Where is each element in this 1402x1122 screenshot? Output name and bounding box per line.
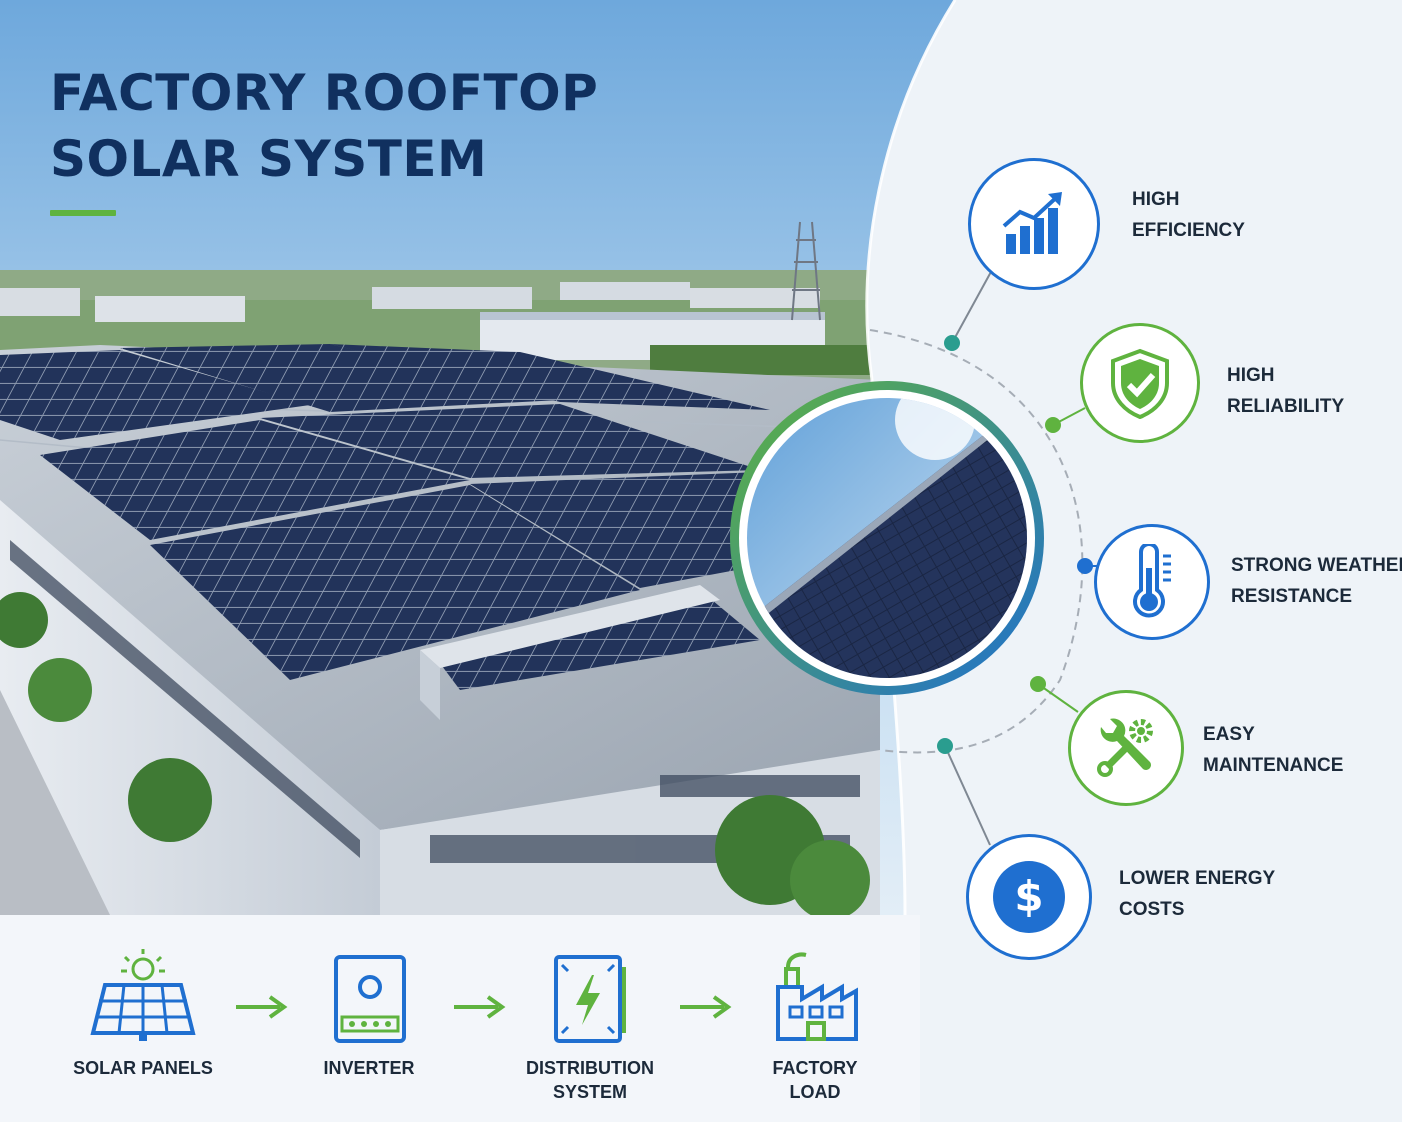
inverter-icon <box>334 955 406 1043</box>
solar-panel-sun-icon <box>90 949 196 1041</box>
thermometer-icon <box>1133 544 1171 618</box>
wrench-gear-icon <box>1097 718 1153 777</box>
title-line-2: SOLAR SYSTEM <box>50 130 488 188</box>
bar-chart-growth-icon <box>1002 192 1062 254</box>
feature-icon-circle <box>1080 323 1200 443</box>
feature-icon-circle: $ <box>966 834 1092 960</box>
dollar-coin-icon: $ <box>993 861 1065 933</box>
flow-arrow-icon <box>454 995 506 1019</box>
feature-icon-circle <box>968 158 1100 290</box>
title-underline <box>50 210 116 216</box>
flow-arrow-icon <box>680 995 732 1019</box>
page-title: FACTORY ROOFTOP SOLAR SYSTEM <box>50 60 598 192</box>
flow-label: FACTORY LOAD <box>772 1058 858 1102</box>
feature-label: HIGH RELIABILITY <box>1227 365 1345 417</box>
svg-text:$: $ <box>1014 872 1043 921</box>
flow-label: DISTRIBUTION SYSTEM <box>526 1058 654 1102</box>
distribution-cabinet-icon <box>554 955 626 1043</box>
feature-label: HIGH EFFICIENCY <box>1132 189 1245 241</box>
shield-check-icon <box>1111 348 1169 419</box>
factory-icon <box>776 952 858 1041</box>
flow-label: INVERTER <box>323 1058 415 1078</box>
energy-flow-panel: SOLAR PANELS INVERTER <box>0 915 920 1122</box>
feature-icon-circle <box>1094 524 1210 640</box>
feature-label: LOWER ENERGY COSTS <box>1119 868 1276 920</box>
title-line-1: FACTORY ROOFTOP <box>50 64 599 122</box>
feature-label: STRONG WEATHER RESISTANCE <box>1231 555 1402 607</box>
flow-label: SOLAR PANELS <box>73 1058 213 1078</box>
feature-label: EASY MAINTENANCE <box>1203 724 1344 776</box>
flow-arrow-icon <box>236 995 288 1019</box>
feature-icon-circle <box>1068 690 1184 806</box>
